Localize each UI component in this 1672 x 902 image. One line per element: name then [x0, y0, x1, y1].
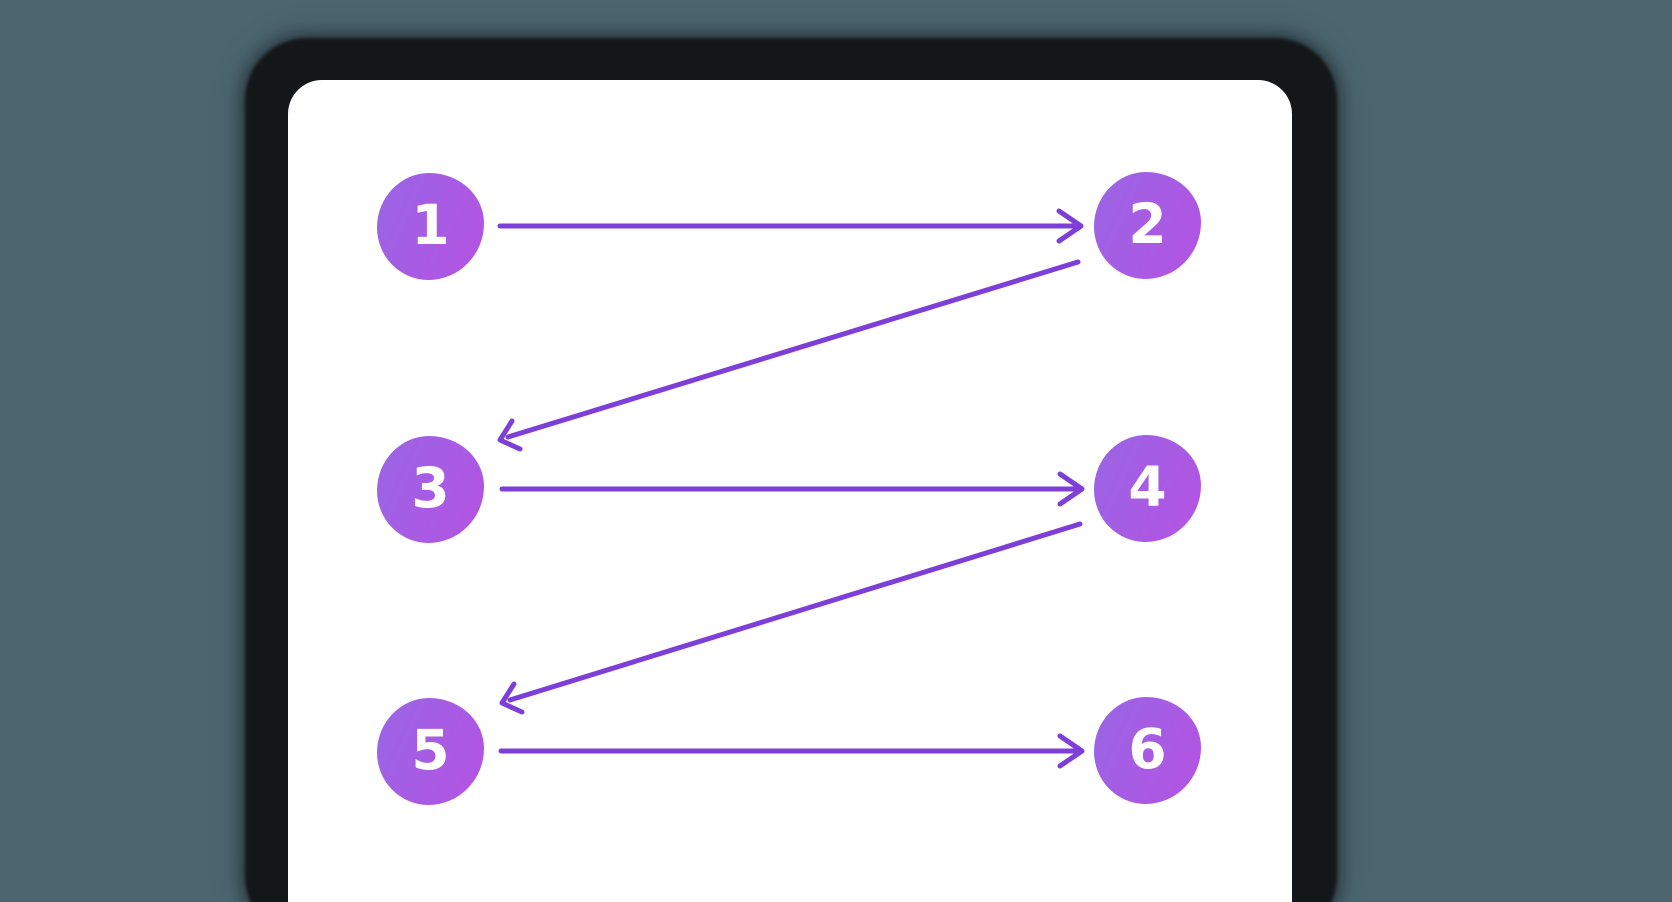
- node-6-label: 6: [1128, 717, 1167, 781]
- node-2: 2: [1094, 172, 1201, 279]
- node-5-label: 5: [411, 718, 450, 782]
- node-1-label: 1: [411, 193, 450, 257]
- node-4: 4: [1094, 435, 1201, 542]
- node-4-label: 4: [1128, 455, 1167, 519]
- node-6: 6: [1094, 697, 1201, 804]
- node-3-label: 3: [411, 456, 450, 520]
- node-1: 1: [377, 173, 484, 280]
- node-3: 3: [377, 436, 484, 543]
- node-2-label: 2: [1128, 192, 1167, 256]
- node-5: 5: [377, 698, 484, 805]
